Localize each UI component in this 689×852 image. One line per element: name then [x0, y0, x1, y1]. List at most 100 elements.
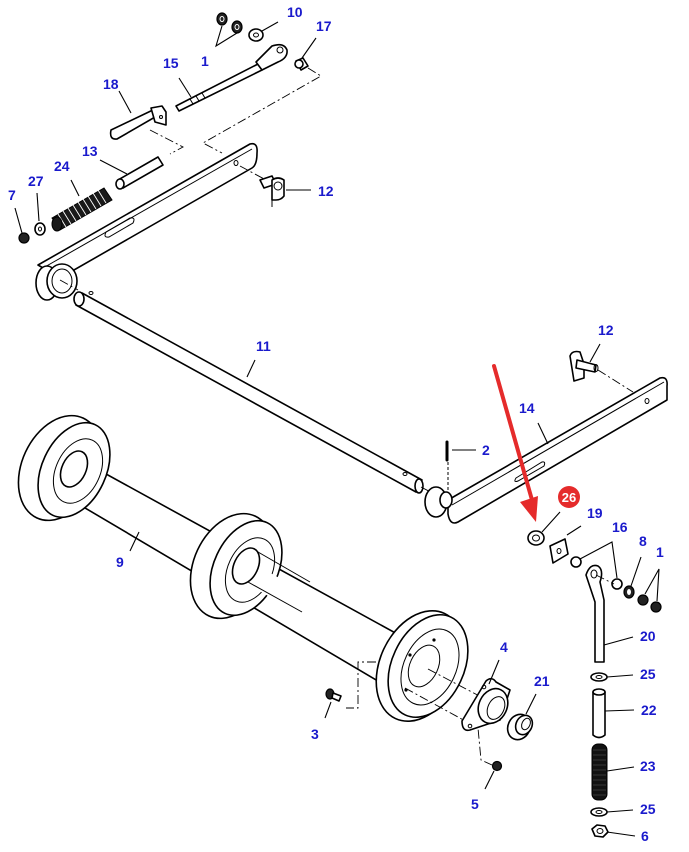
- callout-5[interactable]: 5: [471, 796, 479, 812]
- leader-11: [246, 359, 256, 378]
- callout-26[interactable]: 26: [562, 490, 576, 505]
- assembly-line-top: [202, 67, 322, 154]
- assembly-line-12b: [597, 369, 634, 393]
- rod-part-15: [175, 43, 288, 112]
- leader-17: [301, 37, 317, 59]
- callout-1-top[interactable]: 1: [201, 53, 209, 69]
- assembly-line-12a: [239, 165, 267, 181]
- leader-4: [488, 659, 500, 685]
- callout-17[interactable]: 17: [316, 18, 332, 34]
- nut-part-1-right: [637, 594, 662, 613]
- callout-2[interactable]: 2: [482, 442, 490, 458]
- callout-27[interactable]: 27: [28, 173, 44, 189]
- leader-18: [118, 90, 132, 114]
- washer-part-25-lower: [590, 807, 608, 817]
- washer-part-26: [527, 530, 545, 546]
- plate-part-19: [549, 538, 569, 564]
- axle-part-9: [17, 414, 469, 723]
- leader-10: [261, 21, 279, 32]
- callout-13[interactable]: 13: [82, 143, 98, 159]
- callout-1-right[interactable]: 1: [656, 544, 664, 560]
- leader-26: [541, 511, 561, 533]
- callout-24[interactable]: 24: [54, 158, 70, 174]
- callout-7[interactable]: 7: [8, 187, 16, 203]
- callout-15[interactable]: 15: [163, 55, 179, 71]
- spring-part-23: [591, 743, 608, 801]
- flange-bearing-part-4: [461, 677, 511, 732]
- leader-12-right: [589, 343, 601, 363]
- leader-16: [579, 541, 618, 579]
- leader-1-right: [644, 568, 660, 602]
- shaft-part-11: [73, 291, 424, 494]
- leader-21: [525, 693, 537, 715]
- lever-arm-part-14: [447, 376, 668, 524]
- clip-bolt-part-12-right: [569, 350, 599, 382]
- clip-bolt-part-12-upper: [259, 175, 285, 207]
- callout-25-lower[interactable]: 25: [640, 801, 656, 817]
- assembly-line-5: [404, 687, 493, 766]
- leader-14: [537, 422, 549, 445]
- washer-part-25-upper: [590, 672, 608, 682]
- callout-19[interactable]: 19: [587, 505, 603, 521]
- bushing-part-17: [294, 57, 309, 71]
- nut-part-7: [18, 232, 30, 244]
- leader-25-lower: [606, 809, 634, 813]
- leader-15: [178, 77, 192, 98]
- callout-12-right[interactable]: 12: [598, 322, 614, 338]
- leader-1-top: [215, 25, 238, 48]
- leader-5: [484, 770, 495, 790]
- bearing-insert-part-21: [506, 713, 534, 741]
- nut-part-5: [491, 760, 503, 772]
- callout-11[interactable]: 11: [256, 338, 271, 354]
- nut-part-1-top: [216, 12, 243, 34]
- callout-23[interactable]: 23: [640, 758, 656, 774]
- spring-part-24: [51, 187, 113, 232]
- washer-part-8: [623, 585, 635, 599]
- washer-part-10: [248, 28, 264, 42]
- callout-3[interactable]: 3: [311, 726, 319, 742]
- leader-20: [603, 636, 634, 646]
- bushing-part-16: [570, 556, 623, 590]
- callout-12-upper[interactable]: 12: [318, 183, 334, 199]
- rod-part-20: [585, 564, 615, 663]
- assembly-line-11a: [59, 279, 79, 291]
- leader-3: [324, 701, 332, 719]
- lever-hub-right: [424, 486, 453, 518]
- highlight-arrow: [492, 364, 538, 522]
- lever-hub: [35, 263, 78, 301]
- callout-25-upper[interactable]: 25: [640, 666, 656, 682]
- leader-27: [36, 192, 40, 222]
- leader-24: [70, 179, 80, 197]
- callout-14[interactable]: 14: [519, 400, 535, 416]
- leader-22: [604, 709, 635, 712]
- callout-9[interactable]: 9: [116, 554, 124, 570]
- callout-4[interactable]: 4: [500, 639, 508, 655]
- leader-19: [566, 525, 582, 536]
- callout-6[interactable]: 6: [641, 828, 649, 844]
- pin-part-13: [115, 156, 164, 190]
- nut-part-6: [591, 824, 609, 838]
- callout-21[interactable]: 21: [534, 673, 550, 689]
- assembly-line-3: [346, 661, 376, 709]
- leader-6: [606, 831, 636, 837]
- sleeve-part-22: [592, 688, 606, 739]
- assembly-line-18: [149, 129, 184, 155]
- leader-7: [14, 207, 23, 234]
- washer-part-27: [34, 222, 46, 236]
- callout-16[interactable]: 16: [612, 519, 628, 535]
- highlight-badge-26[interactable]: 26: [558, 486, 580, 508]
- leader-25-upper: [606, 674, 634, 678]
- leader-23: [606, 766, 635, 772]
- callout-18[interactable]: 18: [103, 76, 119, 92]
- bracket-part-18: [109, 105, 167, 140]
- bolt-part-3: [325, 688, 342, 702]
- callout-20[interactable]: 20: [640, 628, 656, 644]
- callout-8[interactable]: 8: [639, 533, 647, 549]
- leader-13: [99, 159, 128, 175]
- leader-9: [129, 531, 140, 552]
- callout-22[interactable]: 22: [641, 702, 657, 718]
- callout-10[interactable]: 10: [287, 4, 303, 20]
- lever-arm-upper: [37, 142, 258, 279]
- leader-8: [630, 556, 642, 587]
